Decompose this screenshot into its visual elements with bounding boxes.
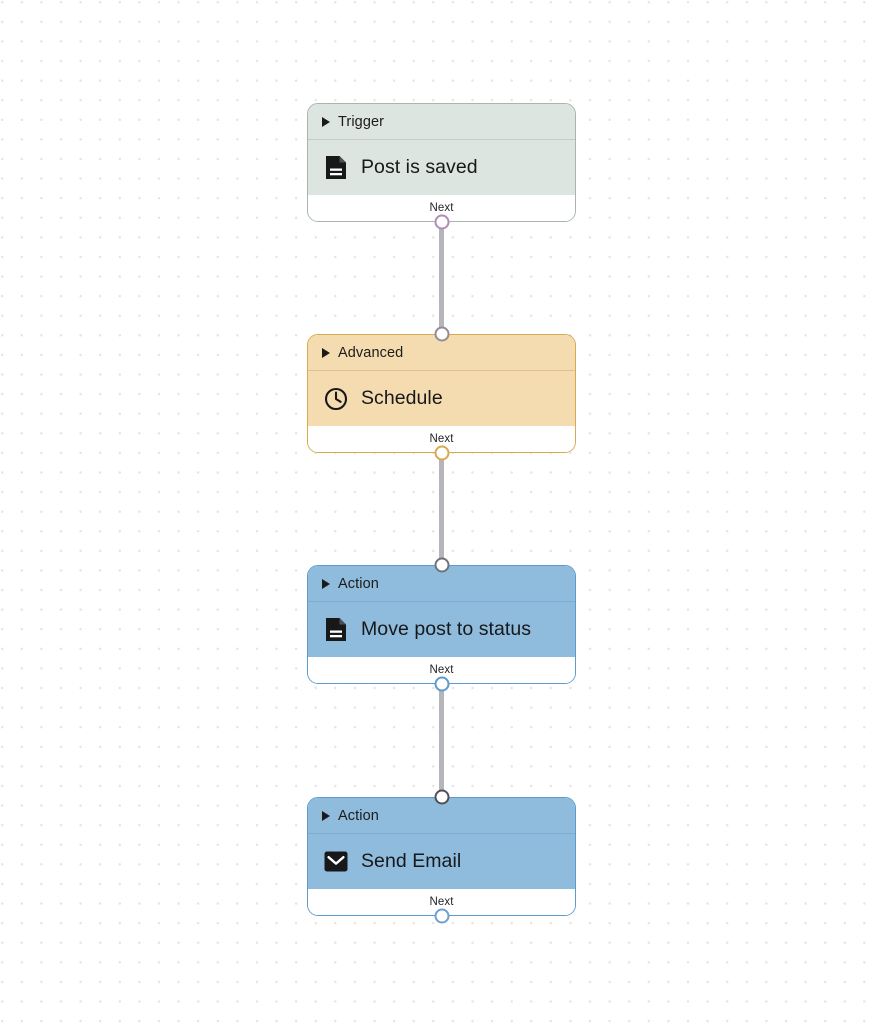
document-icon xyxy=(325,156,346,179)
node-category-label: Trigger xyxy=(338,113,385,130)
node-type-icon-wrapper xyxy=(323,617,348,642)
node-category-label: Action xyxy=(338,807,379,824)
node-title-label: Send Email xyxy=(361,850,462,872)
node-title-label: Post is saved xyxy=(361,156,478,178)
source-handle[interactable] xyxy=(434,214,449,230)
next-label: Next xyxy=(429,202,454,214)
node-main-row[interactable]: Move post to status xyxy=(308,602,575,657)
collapse-triangle-icon[interactable] xyxy=(322,347,330,358)
target-handle[interactable] xyxy=(434,326,449,342)
node-main-row[interactable]: Schedule xyxy=(308,371,575,426)
node-title-label: Move post to status xyxy=(361,618,532,640)
source-handle[interactable] xyxy=(434,676,449,692)
next-label: Next xyxy=(429,433,454,445)
node-title-label: Schedule xyxy=(361,387,443,409)
source-handle[interactable] xyxy=(434,908,449,924)
node-type-icon-wrapper xyxy=(323,849,348,874)
next-label: Next xyxy=(429,664,454,676)
document-icon xyxy=(325,618,346,641)
node-category-label: Advanced xyxy=(338,344,404,361)
node-header-action-move-post-to-status[interactable]: Action xyxy=(308,566,575,602)
next-label: Next xyxy=(429,896,454,908)
envelope-icon xyxy=(324,851,347,872)
clock-icon xyxy=(324,387,347,410)
collapse-triangle-icon[interactable] xyxy=(322,578,330,589)
node-header-trigger-post-is-saved[interactable]: Trigger xyxy=(308,104,575,140)
node-type-icon-wrapper xyxy=(323,155,348,180)
collapse-triangle-icon[interactable] xyxy=(322,116,330,127)
target-handle[interactable] xyxy=(434,789,449,805)
source-handle[interactable] xyxy=(434,445,449,461)
node-main-row[interactable]: Post is saved xyxy=(308,140,575,195)
target-handle[interactable] xyxy=(434,557,449,573)
node-type-icon-wrapper xyxy=(323,386,348,411)
node-category-label: Action xyxy=(338,575,379,592)
node-main-row[interactable]: Send Email xyxy=(308,834,575,889)
collapse-triangle-icon[interactable] xyxy=(322,810,330,821)
